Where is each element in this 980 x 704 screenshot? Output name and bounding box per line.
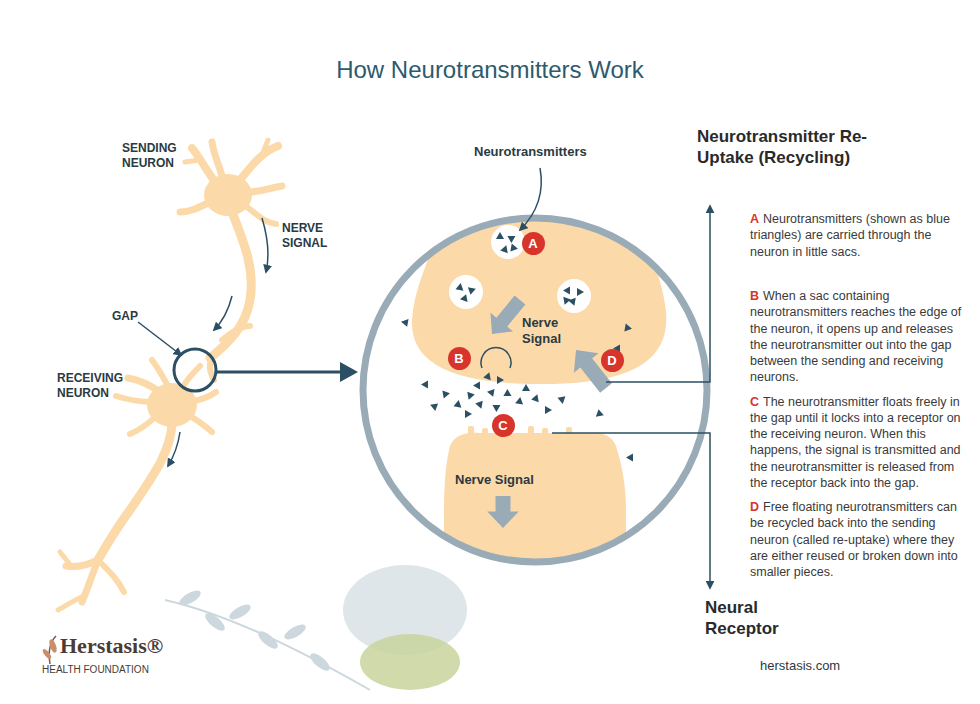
neurotransmitter [503,389,513,399]
neurotransmitter [496,232,504,239]
zoom-arrow [216,371,344,374]
step-text: Free floating neurotransmitters can be r… [750,499,968,580]
callout-circle: D [601,349,624,372]
step-text: When a sac containing neurotransmitters … [750,288,968,386]
receiving-neuron [58,360,216,610]
leaf-decoration [165,565,467,690]
leader-line [138,322,181,355]
leader-line [520,168,541,230]
neurotransmitter [430,400,441,411]
neurotransmitter-triangles [401,232,636,463]
logo-icon [41,636,58,664]
part-label: SENDING NEURON [122,141,202,171]
title: How Neurotransmitters Work [0,56,980,85]
neurotransmitter [624,324,632,333]
neurotransmitter [626,453,636,463]
neurotransmitter [460,294,471,305]
zoom-arrow-head [340,362,358,382]
callout-circle: B [448,347,471,370]
neurotransmitter [497,376,504,384]
neurotransmitter [596,409,605,419]
neurotransmitter [563,285,573,295]
section-heading: Neural Receptor [705,597,825,640]
part-label: NERVE SIGNAL [282,221,342,251]
part-label: Neurotransmitters [474,144,587,160]
sending-neuron [180,140,282,380]
sending-terminal [412,200,666,384]
neurotransmitter [545,406,552,414]
neurotransmitter [468,285,477,295]
neurotransmitter [454,399,463,407]
neurotransmitter [401,316,412,327]
neurotransmitter [473,381,483,391]
neurotransmitter [558,396,567,404]
neurotransmitter [500,244,510,253]
neurotransmitter [515,397,526,408]
callout-letter: C [498,418,507,433]
synapse-closeup [360,200,710,580]
callout-circle: C [492,414,515,437]
neurotransmitter [531,393,541,402]
logo-name: Herstasis® [60,634,163,658]
open-vesicle [481,348,511,368]
callout-letter: D [607,353,616,368]
step-letter: C [750,394,759,410]
receiving-terminal [444,433,626,580]
neurotransmitter [475,401,485,410]
leader-line [552,433,710,588]
neurotransmitter [442,389,450,398]
signal-block-arrow [490,296,525,334]
neurotransmitter [487,386,498,397]
step-text: The neurotransmitter floats freely in th… [750,394,968,492]
neurotransmitter [492,402,502,412]
part-label: GAP [112,309,138,324]
website: herstasis.com [760,658,840,674]
step-letter: D [750,499,759,515]
neurotransmitter [507,233,517,243]
step-text: Neurotransmitters (shown as blue triangl… [750,211,968,260]
neurotransmitter [510,244,518,253]
callout-circle: A [522,232,545,255]
signal-label: Nerve Signal [522,315,568,346]
section-heading: Neurotransmitter Re-Uptake (Recycling) [697,126,869,169]
zoom-circle [363,218,707,562]
callout-letter: B [454,351,463,366]
neurotransmitter [465,410,472,418]
neurotransmitter [421,379,431,389]
signal-arrow [168,218,268,466]
signal-block-arrow [487,496,519,528]
step-letter: B [750,288,759,304]
neurotransmitter [483,371,493,380]
neurotransmitter [522,384,530,391]
step-letter: A [750,211,759,227]
part-label: RECEIVING NEURON [57,371,147,401]
neurotransmitter [456,282,465,290]
neurotransmitter [465,392,475,401]
vesicle [449,225,591,313]
signal-label: Nerve Signal [455,472,534,488]
signal-block-arrow [487,296,612,528]
callout-letter: A [528,236,537,251]
neurotransmitter [561,297,571,306]
logo-subtitle: HEALTH FOUNDATION [42,664,149,675]
neurotransmitter [577,288,584,296]
